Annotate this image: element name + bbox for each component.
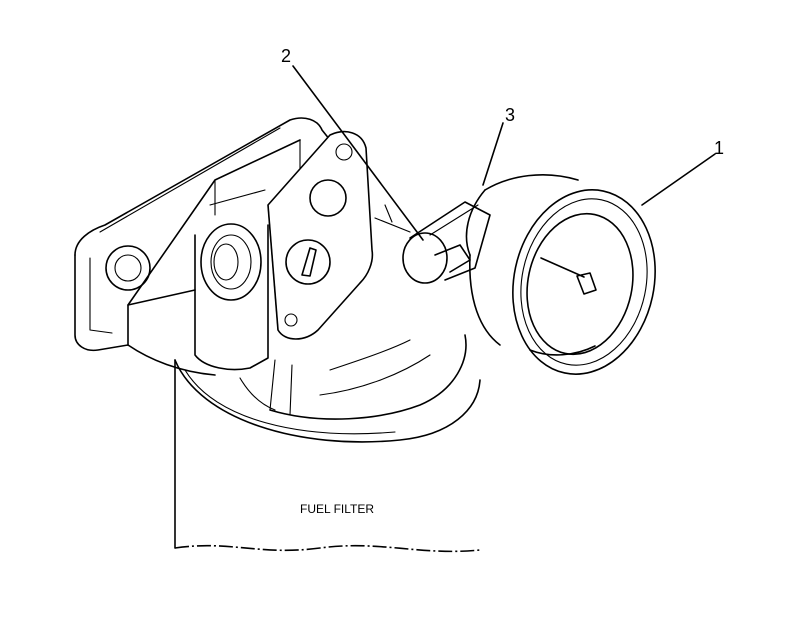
outlet-flange-plate: [267, 131, 374, 340]
callout-2-label: 2: [281, 46, 291, 66]
callout-1-label: 1: [714, 138, 724, 158]
callout-3-label: 3: [505, 105, 515, 125]
pressure-gauge: [465, 174, 656, 375]
gauge-adapter-fitting: [374, 201, 491, 284]
fuel-filter-caption: FUEL FILTER: [300, 502, 374, 516]
filter-base-casting: [74, 117, 467, 420]
leader-lines: [292, 65, 716, 241]
fuel-filter-canister: [174, 359, 481, 553]
